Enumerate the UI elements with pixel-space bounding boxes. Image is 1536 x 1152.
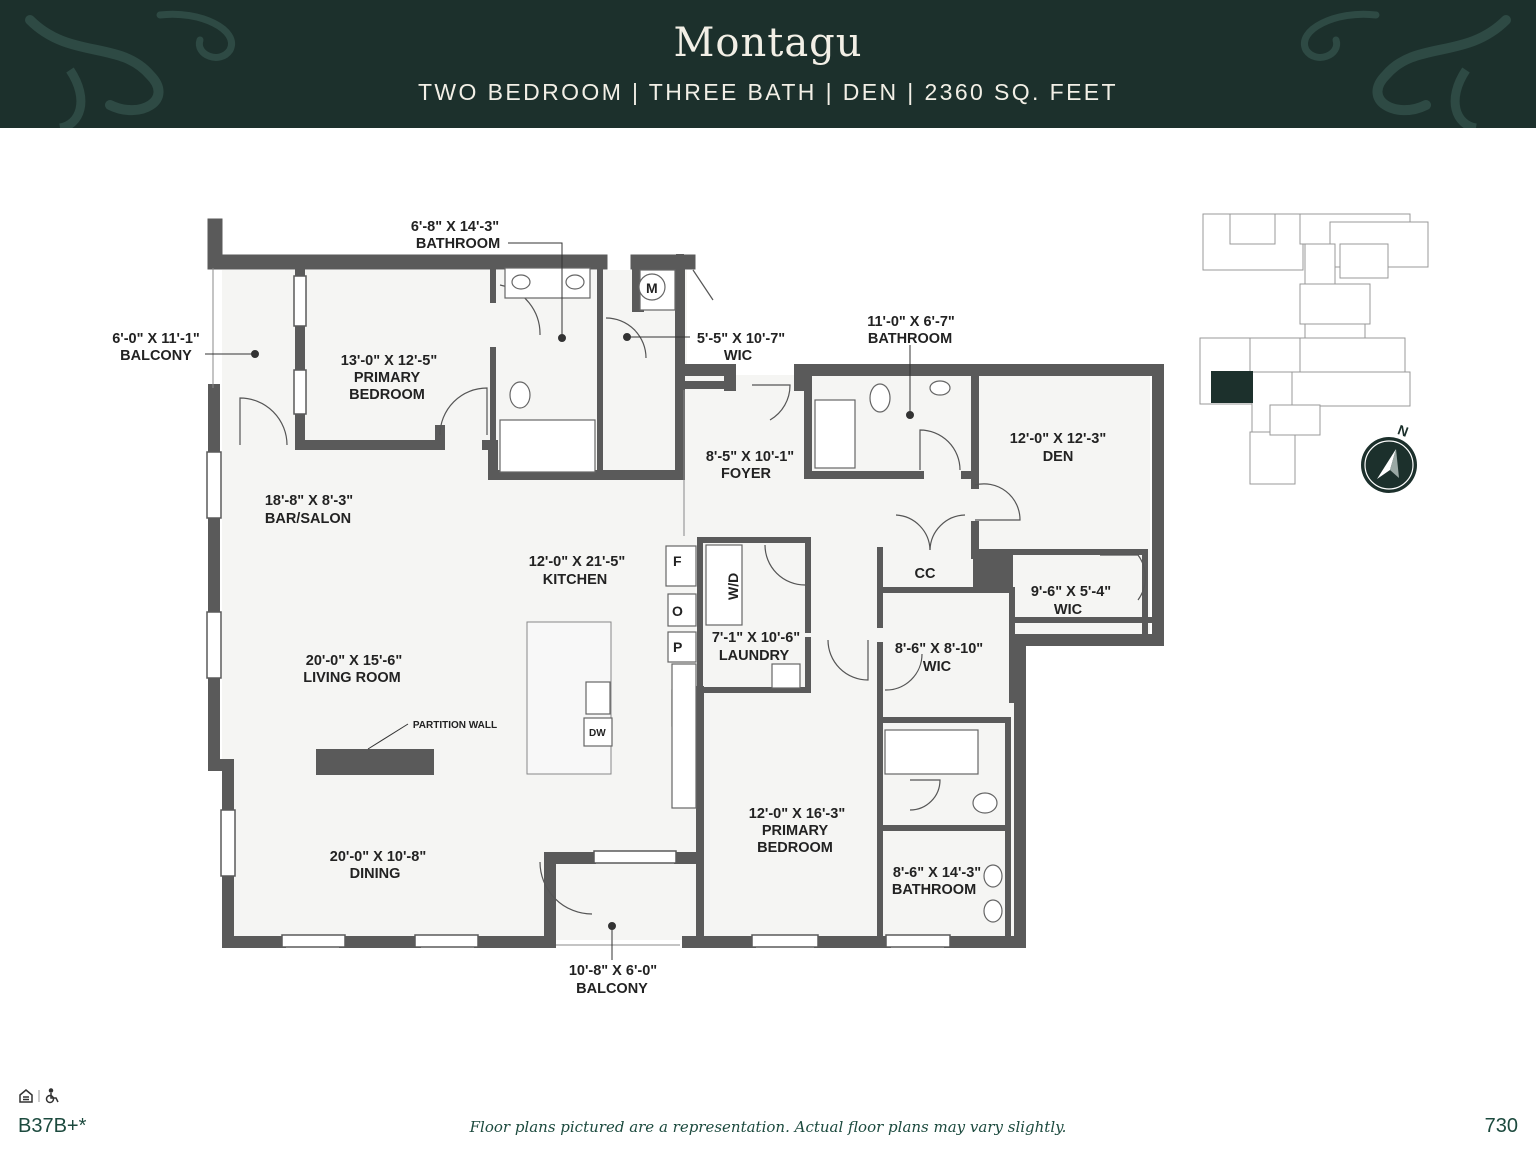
wheelchair-icon — [45, 1088, 59, 1104]
disclaimer-note: Floor plans pictured are a representatio… — [469, 1118, 1067, 1136]
partition-wall — [316, 749, 434, 775]
fixtures — [499, 267, 1003, 923]
wic-mid-size: 8'-6" X 8'-10" — [895, 641, 983, 657]
mechanical-label: M — [646, 280, 658, 296]
laundry-name: LAUNDRY — [719, 648, 790, 664]
ornament-left-icon — [25, 10, 235, 128]
dishwasher-label: DW — [589, 728, 606, 739]
den-size: 12'-0" X 12'-3" — [1010, 431, 1106, 447]
accessibility-icons — [18, 1088, 66, 1109]
unit-code: B37B+* — [18, 1115, 87, 1137]
bathroom-bottom-size: 8'-6" X 14'-3" — [893, 865, 981, 881]
wall-block — [973, 552, 1013, 592]
balcony-rails — [212, 268, 685, 946]
windows — [206, 275, 951, 948]
primary-bedroom-bottom-name2: BEDROOM — [757, 840, 833, 856]
dining-name: DINING — [350, 866, 401, 882]
kitchen-name: KITCHEN — [543, 572, 607, 588]
bathroom-top-size: 6'-8" X 14'-3" — [411, 219, 499, 235]
balcony-bottom-name: BALCONY — [576, 981, 648, 997]
leader-lines — [205, 242, 914, 960]
page-number: 730 — [1484, 1115, 1518, 1137]
den-name: DEN — [1043, 449, 1074, 465]
primary-bedroom-top-name2: BEDROOM — [349, 387, 425, 403]
living-room-size: 20'-0" X 15'-6" — [306, 653, 402, 669]
key-plan — [1199, 213, 1429, 485]
bathroom-right-name: BATHROOM — [868, 331, 952, 347]
compass-north-label: N — [1396, 421, 1411, 439]
pantry-label: P — [673, 639, 682, 655]
foyer-name: FOYER — [721, 466, 771, 482]
bathroom-top-name: BATHROOM — [416, 236, 500, 252]
balcony-left-size: 6'-0" X 11'-1" — [112, 331, 200, 347]
bar-salon-size: 18'-8" X 8'-3" — [265, 493, 353, 509]
cc-name: CC — [915, 566, 936, 582]
kitchen-size: 12'-0" X 21'-5" — [529, 554, 625, 570]
bar-salon-name: BAR/SALON — [265, 511, 351, 527]
wic-top-size: 5'-5" X 10'-7" — [697, 331, 785, 347]
wic-den-name: WIC — [1054, 602, 1083, 618]
dining-size: 20'-0" X 10'-8" — [330, 849, 426, 865]
ornament-right-icon — [1301, 10, 1511, 128]
washer-dryer-label: W/D — [725, 573, 741, 600]
header-banner: Montagu TWO BEDROOM | THREE BATH | DEN |… — [0, 0, 1536, 128]
partition-wall-label: PARTITION WALL — [413, 720, 497, 731]
balcony-bottom-size: 10'-8" X 6'-0" — [569, 963, 657, 979]
balcony-left-name: BALCONY — [120, 348, 192, 364]
foyer-size: 8'-5" X 10'-1" — [706, 449, 794, 465]
primary-bedroom-bottom-name1: PRIMARY — [762, 823, 829, 839]
laundry-size: 7'-1" X 10'-6" — [712, 630, 800, 646]
bathroom-right-size: 11'-0" X 6'-7" — [867, 314, 955, 330]
plan-subtitle: TWO BEDROOM | THREE BATH | DEN | 2360 SQ… — [417, 79, 1118, 105]
plan-title: Montagu — [673, 20, 863, 66]
kitchen-appliances — [665, 545, 697, 809]
compass-icon — [1361, 437, 1417, 493]
equal-housing-icon — [19, 1089, 33, 1103]
key-plan-highlight — [1211, 371, 1253, 403]
primary-bedroom-top-size: 13'-0" X 12'-5" — [341, 353, 437, 369]
wic-top-name: WIC — [724, 348, 753, 364]
primary-bedroom-top-name1: PRIMARY — [354, 370, 421, 386]
living-room-name: LIVING ROOM — [303, 670, 400, 686]
door-swings — [239, 269, 1146, 915]
primary-bedroom-bottom-size: 12'-0" X 16'-3" — [749, 806, 845, 822]
oven-label: O — [672, 603, 683, 619]
bathroom-bottom-name: BATHROOM — [892, 882, 976, 898]
wic-den-size: 9'-6" X 5'-4" — [1031, 584, 1111, 600]
fridge-label: F — [673, 553, 682, 569]
room-labels: 6'-8" X 14'-3" BATHROOM 6'-0" X 11'-1" B… — [112, 219, 1111, 997]
wic-mid-name: WIC — [923, 659, 952, 675]
